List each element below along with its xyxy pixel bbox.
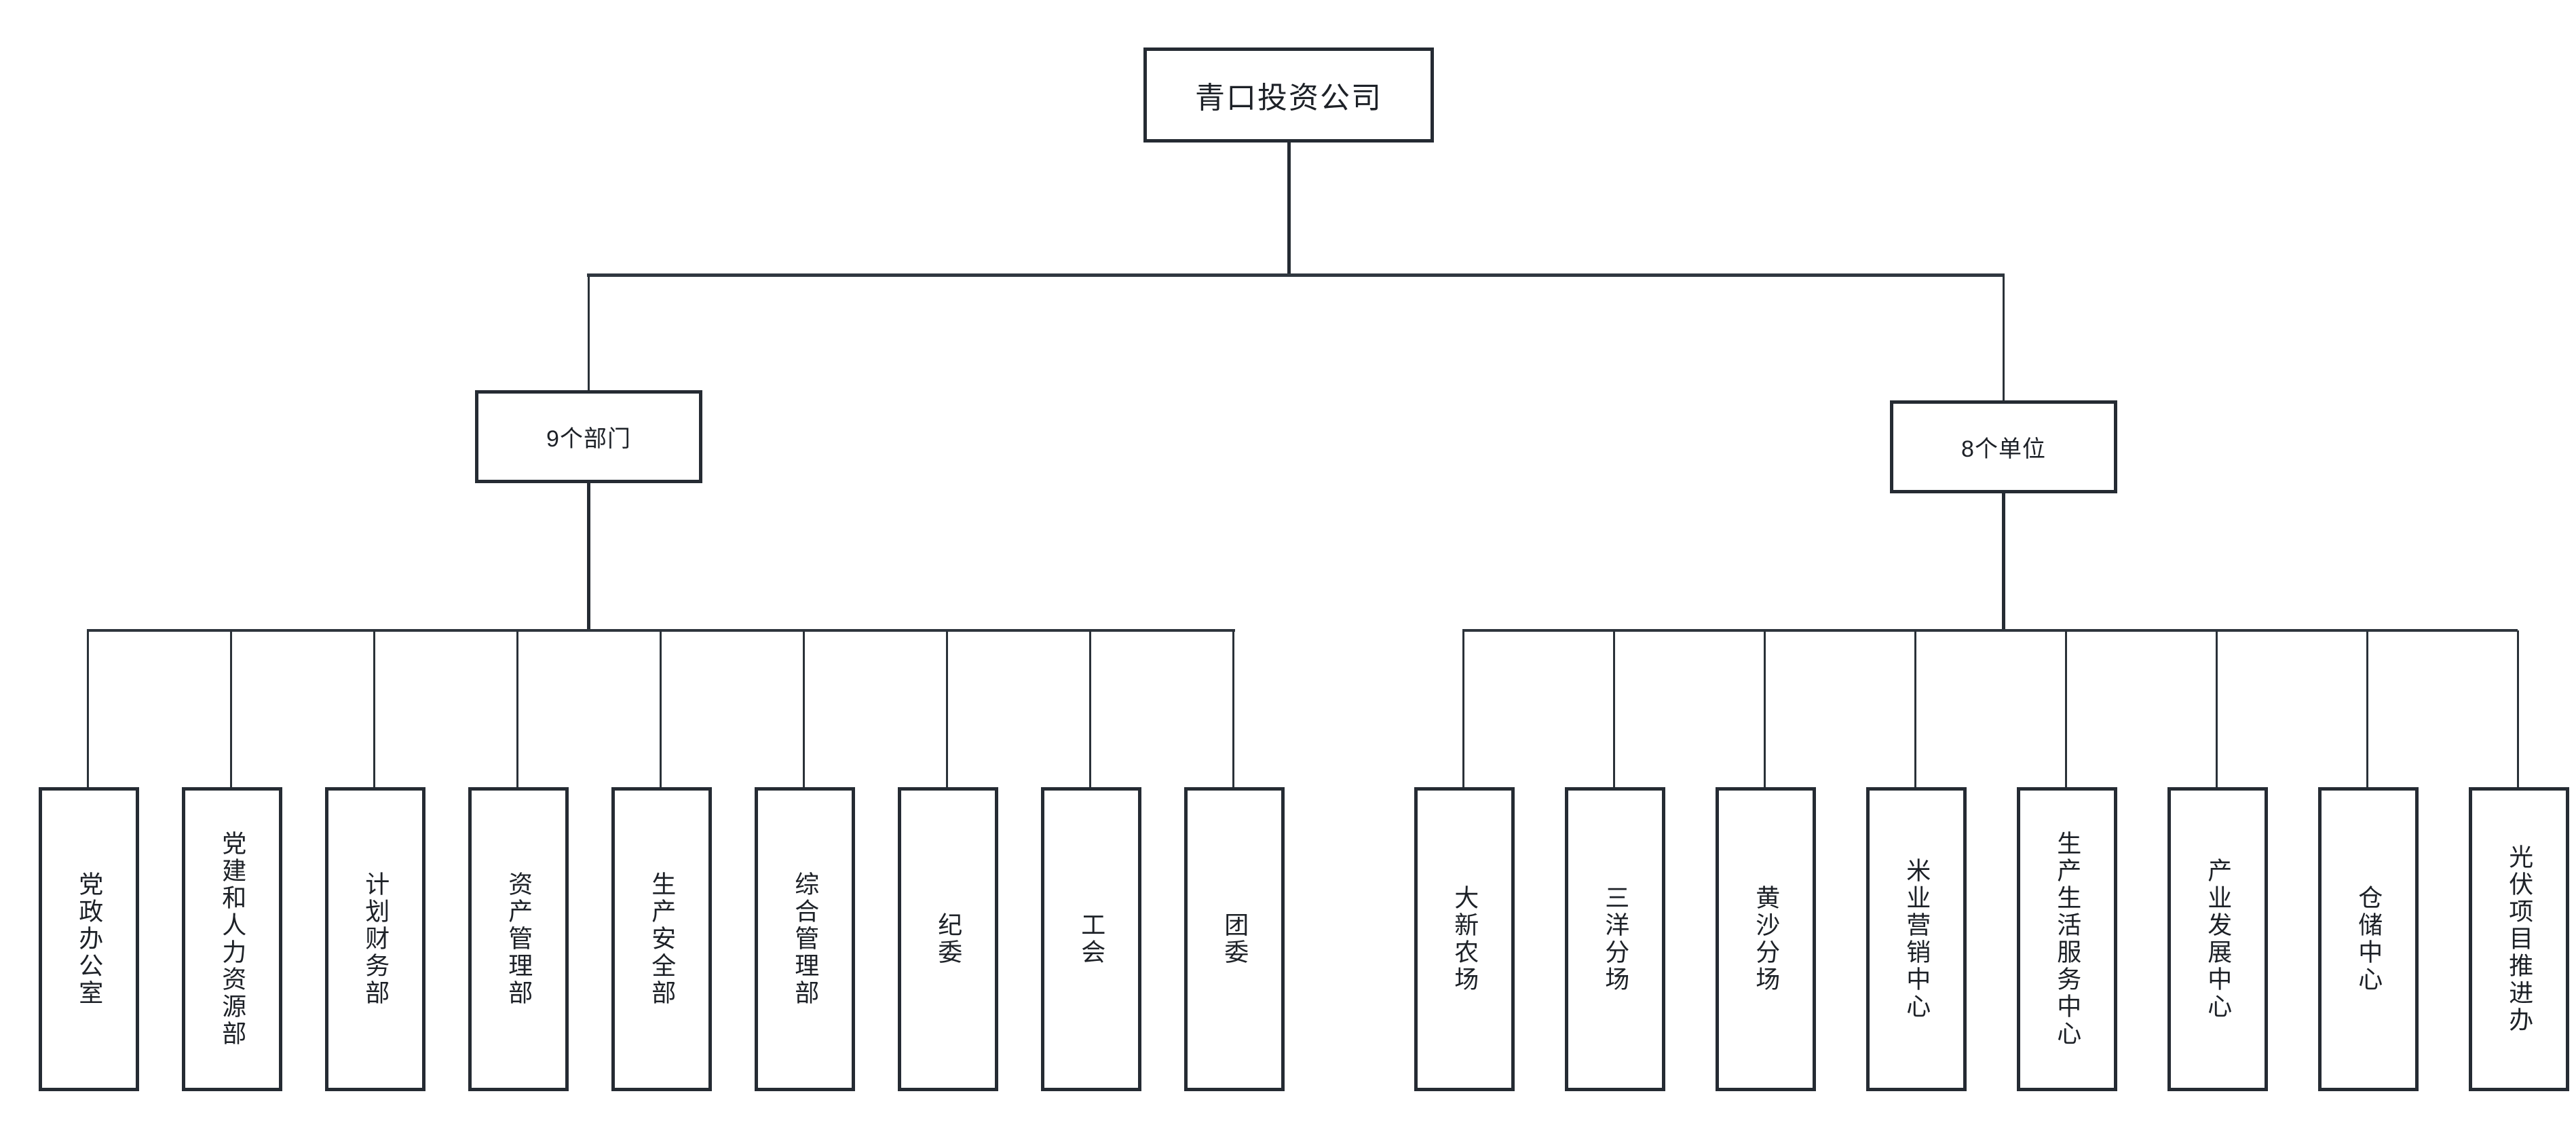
org-node-units-group[interactable]: 8个单位	[1890, 400, 2117, 493]
connector-drop-unit-5	[2065, 630, 2067, 788]
connector-drop-unit-1	[1462, 630, 1464, 788]
org-node-unit-7[interactable]: 仓储中心	[2318, 787, 2419, 1091]
org-node-unit-6[interactable]: 产业发展中心	[2167, 787, 2268, 1091]
org-node-department-4-label: 资产管理部	[505, 871, 533, 1007]
org-node-departments-group[interactable]: 9个部门	[475, 390, 702, 483]
connector-drop-unit-8	[2517, 630, 2519, 788]
org-node-department-9-label: 团委	[1221, 912, 1249, 966]
org-node-unit-1[interactable]: 大新农场	[1414, 787, 1515, 1091]
connector-drop-unit-2	[1613, 630, 1615, 788]
connector-drop-department-5	[660, 630, 662, 788]
connector-drop-unit-3	[1764, 630, 1766, 788]
org-node-unit-6-label: 产业发展中心	[2204, 858, 2233, 1021]
connector-units-stem	[2002, 493, 2005, 630]
connector-drop-unit-4	[1914, 630, 1916, 788]
org-node-unit-5-label: 生产生活服务中心	[2053, 831, 2082, 1048]
connector-drop-department-6	[803, 630, 805, 788]
org-node-department-6[interactable]: 综合管理部	[755, 787, 855, 1091]
org-node-department-2-label: 党建和人力资源部	[219, 831, 247, 1048]
org-node-units-group-label: 8个单位	[1961, 436, 2046, 462]
org-node-departments-group-label: 9个部门	[546, 426, 631, 452]
connector-drop-department-2	[230, 630, 232, 788]
connector-drop-unit-7	[2366, 630, 2368, 788]
org-node-unit-2-label: 三洋分场	[1602, 885, 1630, 993]
org-node-department-8[interactable]: 工会	[1041, 787, 1141, 1091]
org-node-unit-1-label: 大新农场	[1451, 885, 1479, 993]
connector-bus-to-departments	[588, 275, 590, 392]
org-node-department-7[interactable]: 纪委	[898, 787, 998, 1091]
org-node-department-6-label: 综合管理部	[791, 871, 820, 1007]
connector-units-bus	[1462, 629, 2518, 632]
org-node-unit-8[interactable]: 光伏项目推进办	[2469, 787, 2569, 1091]
org-node-department-5-label: 生产安全部	[648, 871, 677, 1007]
org-node-department-8-label: 工会	[1078, 912, 1106, 966]
org-node-department-5[interactable]: 生产安全部	[611, 787, 712, 1091]
org-node-root-label: 青口投资公司	[1195, 81, 1382, 115]
connector-departments-stem	[587, 483, 590, 630]
org-node-department-1-label: 党政办公室	[75, 871, 104, 1007]
connector-drop-department-9	[1232, 630, 1234, 788]
connector-root-stem	[1287, 143, 1291, 275]
connector-drop-department-1	[87, 630, 89, 788]
connector-level1-bus	[587, 273, 2005, 277]
connector-bus-to-units	[2003, 275, 2005, 402]
org-node-unit-2[interactable]: 三洋分场	[1565, 787, 1665, 1091]
org-node-root[interactable]: 青口投资公司	[1143, 48, 1434, 143]
org-node-unit-4[interactable]: 米业营销中心	[1866, 787, 1967, 1091]
org-node-department-2[interactable]: 党建和人力资源部	[182, 787, 282, 1091]
org-node-unit-5[interactable]: 生产生活服务中心	[2017, 787, 2117, 1091]
org-node-department-3[interactable]: 计划财务部	[325, 787, 425, 1091]
org-node-department-4[interactable]: 资产管理部	[468, 787, 569, 1091]
org-node-unit-3-label: 黄沙分场	[1752, 885, 1781, 993]
org-node-unit-3[interactable]: 黄沙分场	[1716, 787, 1816, 1091]
connector-drop-department-7	[946, 630, 948, 788]
org-node-unit-4-label: 米业营销中心	[1903, 858, 1931, 1021]
connector-drop-department-4	[516, 630, 518, 788]
connector-drop-department-3	[373, 630, 375, 788]
org-node-department-1[interactable]: 党政办公室	[39, 787, 139, 1091]
connector-drop-department-8	[1089, 630, 1091, 788]
org-node-department-3-label: 计划财务部	[362, 871, 390, 1007]
org-node-unit-7-label: 仓储中心	[2355, 885, 2383, 993]
org-node-department-9[interactable]: 团委	[1184, 787, 1285, 1091]
org-node-unit-8-label: 光伏项目推进办	[2505, 844, 2534, 1034]
org-node-department-7-label: 纪委	[934, 912, 963, 966]
connector-drop-unit-6	[2216, 630, 2218, 788]
